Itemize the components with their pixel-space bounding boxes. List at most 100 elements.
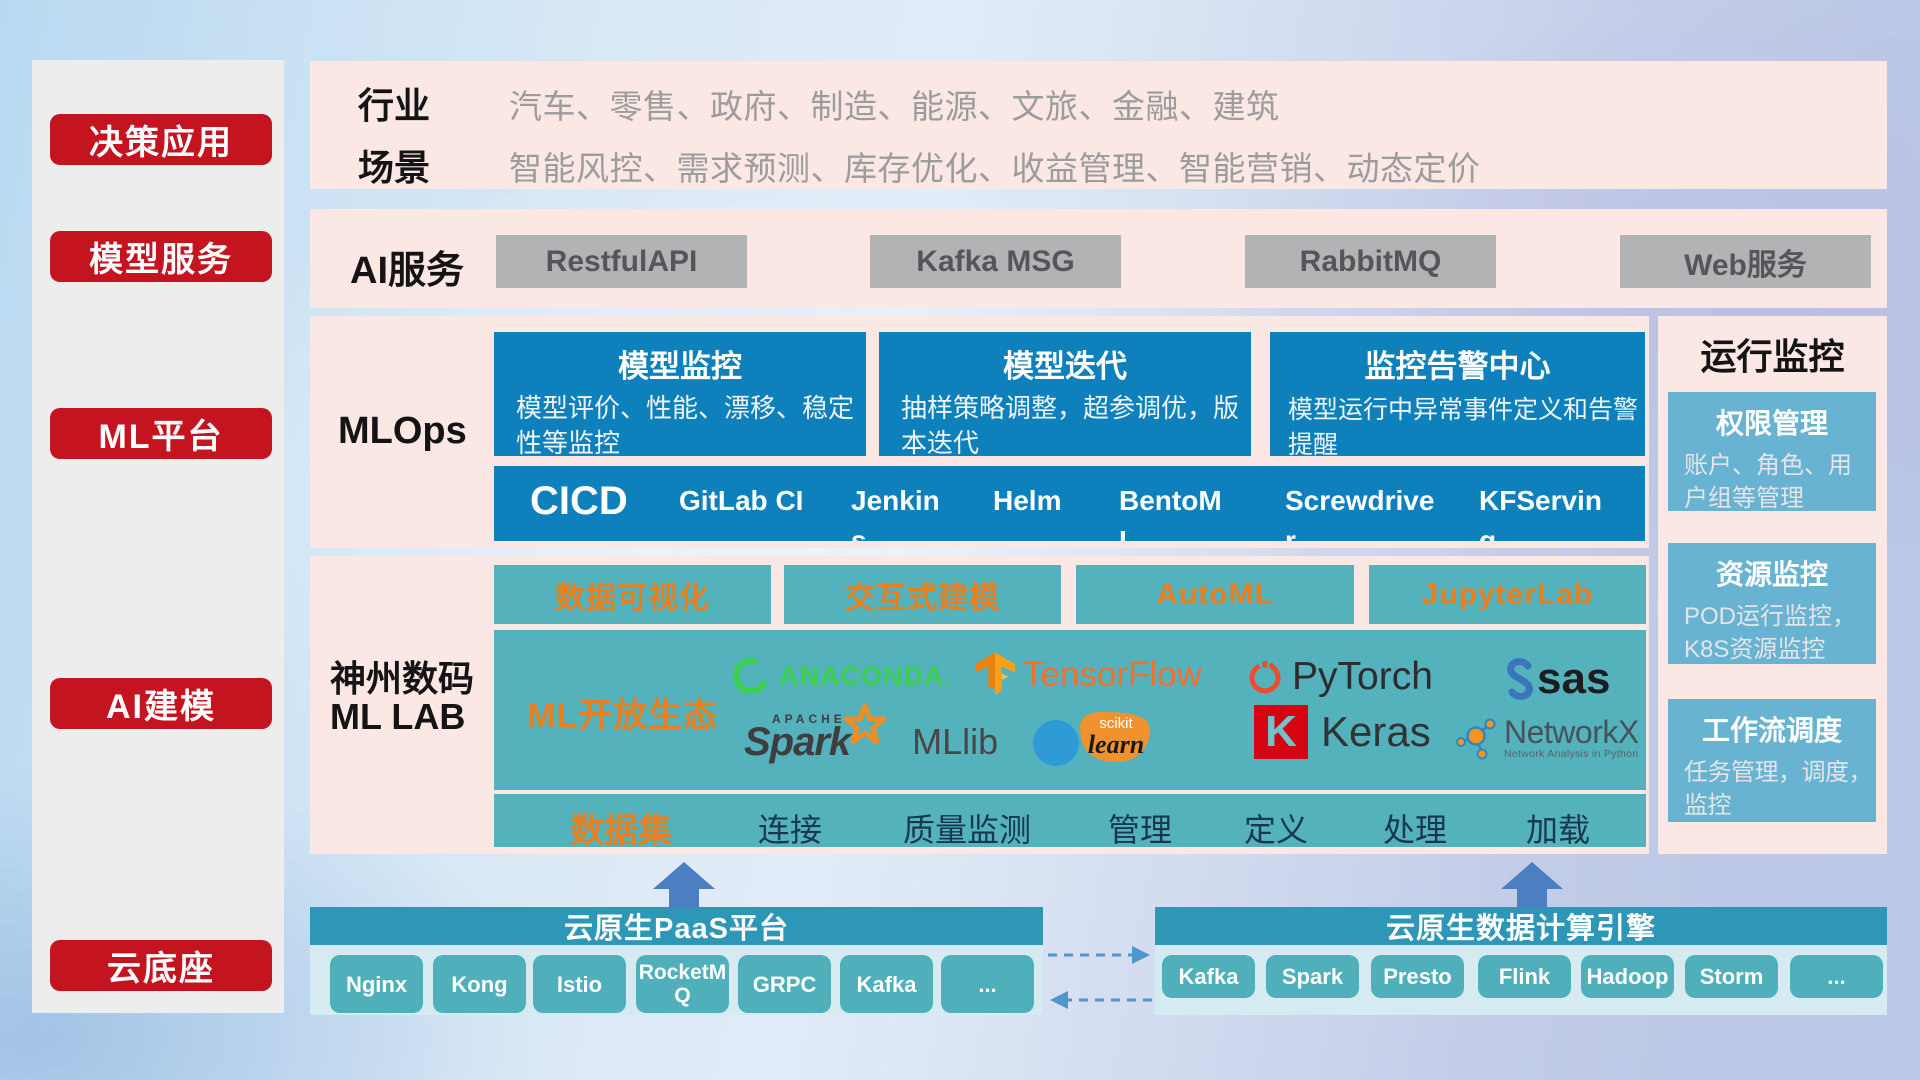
cicd-tool-helm: Helm (993, 485, 1062, 516)
panel-model-service: AI服务 RestfulAPI Kafka MSG RabbitMQ Web服务 (310, 209, 1887, 308)
engine-node-storm[interactable]: Storm (1685, 955, 1778, 998)
ml-ecosystem-box: ML开放生态 ANACONDA. TensorFlow PyT (494, 630, 1646, 790)
tab-automl[interactable]: AutoML (1076, 565, 1354, 624)
cicd-label: CICD (530, 479, 628, 523)
box-title: 模型监控 (618, 349, 742, 384)
scikit-learn-icon: scikit learn (1033, 712, 1150, 766)
scenario-label: 场景 (358, 147, 431, 188)
cicd-tool-screwdriver: Screwdriver (1285, 485, 1435, 541)
service-button-rabbitmq[interactable]: RabbitMQ (1245, 235, 1496, 288)
sas-icon (1507, 658, 1533, 700)
panel-ml-lab: 神州数码 ML LAB 数据可视化 交互式建模 AutoML JupyterLa… (310, 556, 1649, 854)
scikit-learn-logo: scikit learn (1032, 710, 1164, 768)
industry-label: 行业 (358, 85, 431, 126)
sidebar-item-decision-apps[interactable]: 决策应用 (50, 114, 272, 165)
spark-logo: APACHE Spark MLlib (744, 698, 998, 765)
box-title: 工作流调度 (1701, 715, 1842, 746)
box-desc: 账户、角色、用户组等管理 (1684, 452, 1852, 512)
tab-jupyterlab[interactable]: JupyterLab (1369, 565, 1646, 624)
cicd-tool-gitlab-ci: GitLab CI (679, 485, 804, 516)
cicd-tool-kfserving: KFServing (1479, 485, 1602, 541)
arrow-dashed-right (1048, 946, 1150, 964)
layer-sidebar: 决策应用 模型服务 ML平台 AI建模 云底座 (32, 60, 284, 1013)
ml-ecosystem-label: ML开放生态 (527, 697, 719, 735)
panel-decision-apps: 行业 汽车、零售、政府、制造、能源、文旅、金融、建筑 场景 智能风控、需求预测、… (310, 61, 1887, 189)
arrow-dashed-left (1050, 991, 1152, 1009)
dataset-item-define: 定义 (1244, 812, 1309, 848)
service-button-kafka-msg[interactable]: Kafka MSG (870, 235, 1121, 288)
engine-body: Kafka Spark Presto Flink Hadoop Storm ..… (1155, 945, 1887, 1015)
tab-data-visualization[interactable]: 数据可视化 (494, 565, 771, 624)
paas-node-more[interactable]: ... (941, 955, 1034, 1013)
cicd-tool-jenkins: Jenkins (851, 485, 940, 541)
tensorflow-logo: TensorFlow (974, 652, 1202, 697)
sidebar-item-ml-platform[interactable]: ML平台 (50, 408, 272, 459)
paas-node-kong[interactable]: Kong (433, 955, 526, 1013)
arrow-up-engine (1501, 862, 1563, 907)
paas-node-istio[interactable]: Istio (533, 955, 626, 1013)
engine-node-flink[interactable]: Flink (1478, 955, 1571, 998)
spark-star-icon (843, 703, 887, 744)
anaconda-logo: ANACONDA. (730, 655, 953, 697)
dataset-item-process: 处理 (1383, 812, 1448, 848)
sidebar-item-ai-modeling[interactable]: AI建模 (50, 678, 272, 729)
sas-logo: sas (1504, 654, 1610, 704)
box-title: 资源监控 (1715, 559, 1828, 590)
engine-node-spark[interactable]: Spark (1266, 955, 1359, 998)
dataset-item-load: 加载 (1526, 812, 1591, 848)
box-title: 监控告警中心 (1364, 349, 1551, 384)
service-button-restfulapi[interactable]: RestfulAPI (496, 235, 747, 288)
engine-node-hadoop[interactable]: Hadoop (1581, 955, 1674, 998)
paas-node-rocketmq[interactable]: RocketMQ (636, 955, 729, 1013)
anaconda-icon (733, 658, 769, 694)
svg-text:scikit: scikit (1099, 715, 1133, 732)
cicd-tool-bentoml: BentoML (1119, 485, 1222, 541)
keras-logo: K Keras (1254, 705, 1431, 759)
monitor-box-resource[interactable]: 资源监控 POD运行监控，K8S资源监控 (1668, 543, 1876, 664)
box-desc: 模型运行中异常事件定义和告警提醒 (1288, 396, 1639, 459)
mlops-box-model-monitoring[interactable]: 模型监控 模型评价、性能、漂移、稳定性等监控 (494, 332, 866, 458)
engine-header: 云原生数据计算引擎 (1155, 907, 1887, 945)
engine-node-more[interactable]: ... (1790, 955, 1883, 998)
networkx-icon (1456, 718, 1496, 760)
monitoring-title: 运行监控 (1700, 336, 1845, 377)
engine-node-kafka[interactable]: Kafka (1162, 955, 1255, 998)
monitor-box-permission[interactable]: 权限管理 账户、角色、用户组等管理 (1668, 392, 1876, 512)
box-desc: POD运行监控，K8S资源监控 (1684, 603, 1857, 663)
keras-icon: K (1254, 705, 1308, 759)
dataset-label: 数据集 (570, 812, 672, 850)
monitor-box-workflow[interactable]: 工作流调度 任务管理，调度，监控 (1668, 699, 1876, 822)
service-button-web[interactable]: Web服务 (1620, 235, 1871, 288)
cicd-bar[interactable]: CICD GitLab CI Jenkins Helm BentoML Scre… (494, 466, 1645, 541)
box-title: 权限管理 (1715, 408, 1828, 439)
tab-interactive-modeling[interactable]: 交互式建模 (784, 565, 1061, 624)
paas-node-kafka[interactable]: Kafka (840, 955, 933, 1013)
engine-node-presto[interactable]: Presto (1371, 955, 1464, 998)
panel-mlops: MLOps 模型监控 模型评价、性能、漂移、稳定性等监控 模型迭代 抽样策略调整… (310, 316, 1649, 548)
dataset-item-connect: 连接 (758, 812, 823, 848)
panel-runtime-monitoring: 运行监控 权限管理 账户、角色、用户组等管理 资源监控 POD运行监控，K8S资… (1658, 316, 1887, 854)
svg-text:learn: learn (1088, 730, 1144, 759)
dataset-item-manage: 管理 (1108, 812, 1173, 848)
dataset-bar: 数据集 连接 质量监测 管理 定义 处理 加载 (494, 794, 1646, 850)
scenario-list: 智能风控、需求预测、库存优化、收益管理、智能营销、动态定价 (509, 150, 1481, 187)
tensorflow-icon (974, 652, 1016, 696)
ml-lab-label: 神州数码 ML LAB (330, 658, 475, 737)
box-title: 模型迭代 (1003, 349, 1127, 384)
mlops-box-alert-center[interactable]: 监控告警中心 模型运行中异常事件定义和告警提醒 (1270, 332, 1645, 459)
mlops-box-model-iteration[interactable]: 模型迭代 抽样策略调整，超参调优，版本迭代 (879, 332, 1251, 458)
paas-body: Nginx Kong Istio RocketMQ GRPC Kafka ... (310, 945, 1043, 1015)
box-desc: 抽样策略调整，超参调优，版本迭代 (901, 393, 1240, 458)
mlops-label: MLOps (338, 410, 467, 452)
dataset-item-quality: 质量监测 (903, 812, 1032, 848)
box-desc: 任务管理，调度，监控 (1684, 759, 1873, 819)
networkx-logo: NetworkX Network Analysis in Python (1456, 716, 1639, 760)
sidebar-item-model-service[interactable]: 模型服务 (50, 231, 272, 282)
pytorch-logo: PyTorch (1249, 655, 1433, 699)
sidebar-item-cloud-base[interactable]: 云底座 (50, 940, 272, 991)
paas-node-nginx[interactable]: Nginx (330, 955, 423, 1013)
paas-node-grpc[interactable]: GRPC (738, 955, 831, 1013)
paas-header: 云原生PaaS平台 (310, 907, 1043, 945)
ai-service-label: AI服务 (350, 250, 465, 292)
industry-list: 汽车、零售、政府、制造、能源、文旅、金融、建筑 (509, 88, 1280, 125)
